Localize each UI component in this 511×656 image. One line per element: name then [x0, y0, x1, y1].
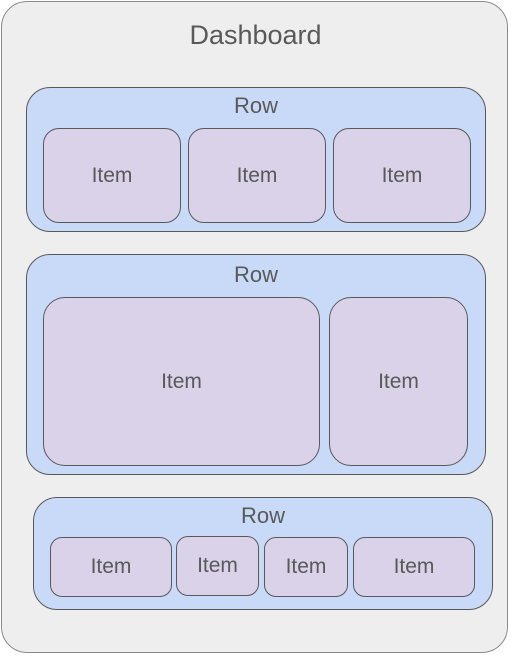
row-3-item-1: Item	[50, 537, 172, 597]
row-3-label: Row	[240, 503, 285, 528]
row-2-label: Row	[233, 262, 278, 287]
row-3-item-1-label: Item	[90, 555, 132, 578]
row-1-item-3: Item	[333, 128, 471, 223]
row-2-item-1: Item	[43, 297, 320, 466]
row-3-item-4: Item	[353, 537, 475, 597]
row-3-item-3: Item	[264, 537, 348, 597]
row-3-item-3-label: Item	[285, 555, 327, 578]
row-1-item-3-label: Item	[381, 163, 423, 187]
row-1-item-1: Item	[43, 128, 181, 223]
row-1-label: Row	[233, 93, 278, 118]
row-3-item-2-label: Item	[197, 554, 238, 577]
row-2-item-1-label: Item	[161, 369, 202, 393]
row-1-item-2: Item	[188, 128, 326, 223]
row-3-item-4-label: Item	[393, 555, 435, 578]
row-2-item-2: Item	[329, 297, 468, 466]
row-3-item-2: Item	[176, 536, 259, 596]
row-2-item-2-label: Item	[378, 369, 419, 393]
row-1-item-1-label: Item	[91, 163, 133, 187]
row-1-item-2-label: Item	[236, 163, 278, 187]
dashboard-title: Dashboard	[189, 20, 322, 50]
